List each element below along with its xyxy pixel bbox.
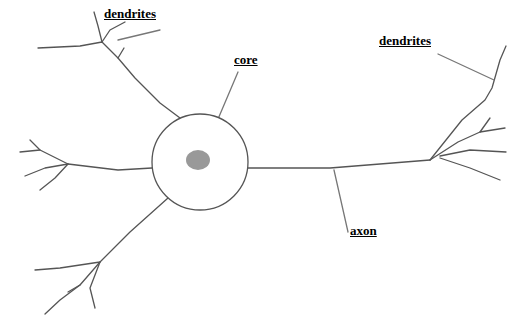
dendrite — [30, 140, 152, 170]
nucleus — [186, 150, 210, 170]
part-label: dendrites — [104, 6, 156, 21]
dendrite — [68, 285, 80, 292]
dendrite — [430, 128, 505, 160]
dendrite — [480, 118, 490, 132]
dendrite — [94, 12, 102, 42]
dendrite — [118, 48, 124, 58]
axon-line — [248, 160, 430, 168]
dendrite — [20, 150, 40, 152]
leader-line — [438, 54, 494, 80]
dendrite — [35, 198, 168, 270]
dendrite — [40, 164, 68, 190]
dendrite — [38, 42, 180, 118]
leader-line — [118, 30, 160, 40]
cell-body — [152, 114, 248, 210]
part-label: core — [234, 52, 258, 67]
dendrite — [90, 262, 100, 308]
dendrite — [45, 262, 100, 314]
part-label: dendrites — [379, 33, 431, 48]
dendrite — [430, 46, 506, 160]
part-label: axon — [350, 223, 377, 238]
dendrite — [440, 158, 500, 180]
leader-line — [334, 170, 348, 232]
dendrite — [440, 150, 506, 156]
